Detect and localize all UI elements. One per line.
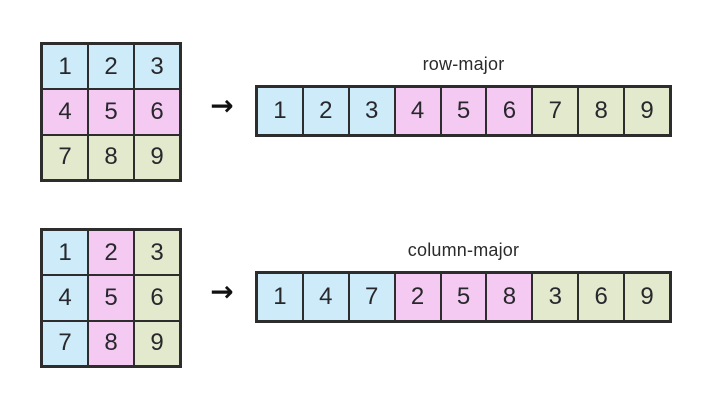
array-cell: 5	[440, 273, 487, 321]
matrix-cell: 3	[134, 230, 180, 276]
matrix-cell: 9	[134, 320, 180, 366]
matrix-cell: 2	[88, 44, 134, 90]
matrix-cell: 8	[88, 134, 134, 180]
array-cell: 9	[624, 273, 670, 321]
array-cell: 9	[624, 87, 670, 135]
array-cell: 1	[257, 273, 303, 321]
array-cell: 7	[532, 87, 579, 135]
array-cell: 7	[348, 273, 395, 321]
matrix-cell: 5	[88, 89, 134, 135]
right-arrow-icon: →	[210, 275, 234, 308]
array-cell: 4	[302, 273, 349, 321]
array-cell: 1	[257, 87, 303, 135]
array-cell: 8	[486, 273, 533, 321]
matrix-cell: 3	[134, 44, 180, 90]
matrix-cell: 6	[134, 275, 180, 321]
column-major-label: column-major	[407, 240, 520, 260]
array-cell: 4	[394, 87, 441, 135]
array-cell: 2	[394, 273, 441, 321]
matrix-cell: 1	[42, 44, 88, 90]
row-major-label: row-major	[422, 54, 505, 74]
matrix-cell: 5	[88, 275, 134, 321]
right-arrow-icon: →	[210, 89, 234, 122]
array-cell: 3	[532, 273, 579, 321]
matrix-cell: 4	[42, 275, 88, 321]
matrix-cell: 7	[42, 134, 88, 180]
array-cell: 6	[578, 273, 625, 321]
array-cell: 2	[302, 87, 349, 135]
matrix-cell: 7	[42, 320, 88, 366]
array-cell: 5	[440, 87, 487, 135]
array-cell: 3	[348, 87, 395, 135]
matrix-cell: 8	[88, 320, 134, 366]
matrix-cell: 9	[134, 134, 180, 180]
matrix-cell: 6	[134, 89, 180, 135]
matrix-cell: 4	[42, 89, 88, 135]
array-cell: 6	[486, 87, 533, 135]
matrix-cell: 1	[42, 230, 88, 276]
array-cell: 8	[578, 87, 625, 135]
matrix-cell: 2	[88, 230, 134, 276]
